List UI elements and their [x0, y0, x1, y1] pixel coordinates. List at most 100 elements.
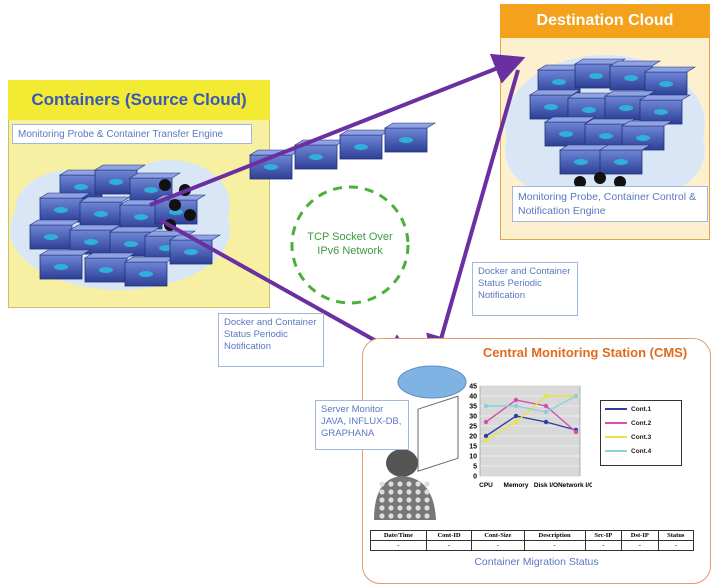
pattern-dot: [397, 489, 403, 495]
table-header-cell: Src-IP: [584, 530, 623, 541]
data-point: [483, 403, 489, 409]
source-engine-label: Monitoring Probe & Container Transfer En…: [12, 124, 252, 144]
legend-entry: Cont.4: [605, 448, 651, 455]
pattern-dot: [397, 513, 403, 519]
data-point: [513, 419, 519, 425]
legend-entry: Cont.3: [605, 434, 651, 441]
database-icon: [397, 365, 467, 399]
source-cloud-title: Containers (Source Cloud): [8, 80, 270, 120]
data-point: [543, 403, 549, 409]
y-tick-label: 35: [469, 404, 477, 411]
pattern-dot: [415, 481, 421, 487]
y-tick-label: 15: [469, 444, 477, 451]
data-point: [483, 433, 489, 439]
series-line: [485, 415, 577, 437]
pattern-dot: [574, 176, 586, 188]
pattern-dot: [406, 505, 412, 511]
server-monitor-label: Server Monitor JAVA, INFLUX-DB, GRAPHANA: [315, 400, 409, 450]
container-icon: [78, 196, 132, 227]
pattern-dot: [159, 179, 171, 191]
y-tick-label: 25: [469, 424, 477, 431]
network-circle: [290, 185, 410, 305]
pattern-dot: [379, 505, 385, 511]
legend-label: Cont.4: [631, 448, 652, 455]
cms-title: Central Monitoring Station (CMS): [482, 345, 688, 360]
container-icon: [38, 249, 92, 280]
y-tick-label: 40: [469, 394, 477, 401]
series-line: [485, 399, 577, 433]
container-icon: [123, 256, 177, 287]
destination-engine-label: Monitoring Probe, Container Control & No…: [512, 186, 708, 222]
legend-swatch: [605, 422, 627, 425]
pattern-dot: [424, 513, 430, 519]
pattern-dot: [406, 489, 412, 495]
pattern-dot: [397, 505, 403, 511]
container-icon: [543, 116, 597, 147]
table-header-cell: Cont-ID: [425, 530, 473, 541]
table-cell: -: [523, 540, 586, 551]
pattern-dot: [406, 513, 412, 519]
pattern-dot: [397, 497, 403, 503]
legend-label: Cont.1: [631, 406, 652, 413]
data-point: [483, 437, 489, 443]
x-tick-label: Disk I/O: [534, 482, 558, 489]
destination-cloud-title: Destination Cloud: [500, 4, 710, 38]
pattern-dot: [415, 497, 421, 503]
container-icon: [643, 66, 697, 97]
pattern-dot: [379, 497, 385, 503]
container-blocks: [28, 58, 697, 287]
data-point: [483, 419, 489, 425]
pattern-dot: [169, 199, 181, 211]
container-icon: [598, 144, 652, 175]
table-header-cell: Description: [523, 530, 586, 541]
legend-entry: Cont.1: [605, 406, 651, 413]
legend-label: Cont.2: [631, 420, 652, 427]
pattern-dot: [594, 172, 606, 184]
legend-swatch: [605, 408, 627, 411]
y-tick-label: 5: [473, 464, 477, 471]
pattern-dot: [379, 513, 385, 519]
pattern-dot: [424, 489, 430, 495]
table-cell: -: [425, 540, 473, 551]
table-header-cell: Date/Time: [370, 530, 427, 541]
monitor-screen-icon: [417, 395, 459, 472]
pattern-dot: [424, 505, 430, 511]
pattern-dot: [388, 481, 394, 487]
legend-swatch: [605, 436, 627, 439]
x-tick-label: Network I/O: [558, 482, 592, 489]
table-cell: -: [370, 540, 427, 551]
pattern-dot: [388, 497, 394, 503]
legend-entry: Cont.2: [605, 420, 651, 427]
container-icon: [83, 252, 137, 283]
pattern-dot: [415, 505, 421, 511]
table-cell: -: [471, 540, 525, 551]
pattern-dot: [388, 513, 394, 519]
pattern-dot: [379, 489, 385, 495]
data-point: [513, 413, 519, 419]
data-point: [543, 419, 549, 425]
series-line: [486, 395, 577, 413]
pattern-dot: [379, 481, 385, 487]
container-icon: [28, 219, 82, 250]
container-icon: [38, 192, 92, 223]
table-row: -------: [370, 540, 695, 551]
network-label: TCP Socket Over IPv6 Network: [307, 231, 393, 257]
x-tick-label: Memory: [504, 482, 529, 489]
pattern-dot: [388, 505, 394, 511]
table-header-cell: Status: [657, 530, 695, 541]
y-tick-label: 0: [473, 474, 477, 481]
y-tick-label: 20: [469, 434, 477, 441]
container-icon: [383, 122, 437, 153]
data-point: [513, 403, 519, 409]
person-head-icon: [386, 449, 418, 477]
pattern-dot: [424, 497, 430, 503]
y-tick-label: 45: [469, 384, 477, 391]
plot-area: [479, 385, 581, 477]
data-point: [543, 393, 549, 399]
pattern-dot: [406, 481, 412, 487]
legend-swatch: [605, 450, 627, 453]
